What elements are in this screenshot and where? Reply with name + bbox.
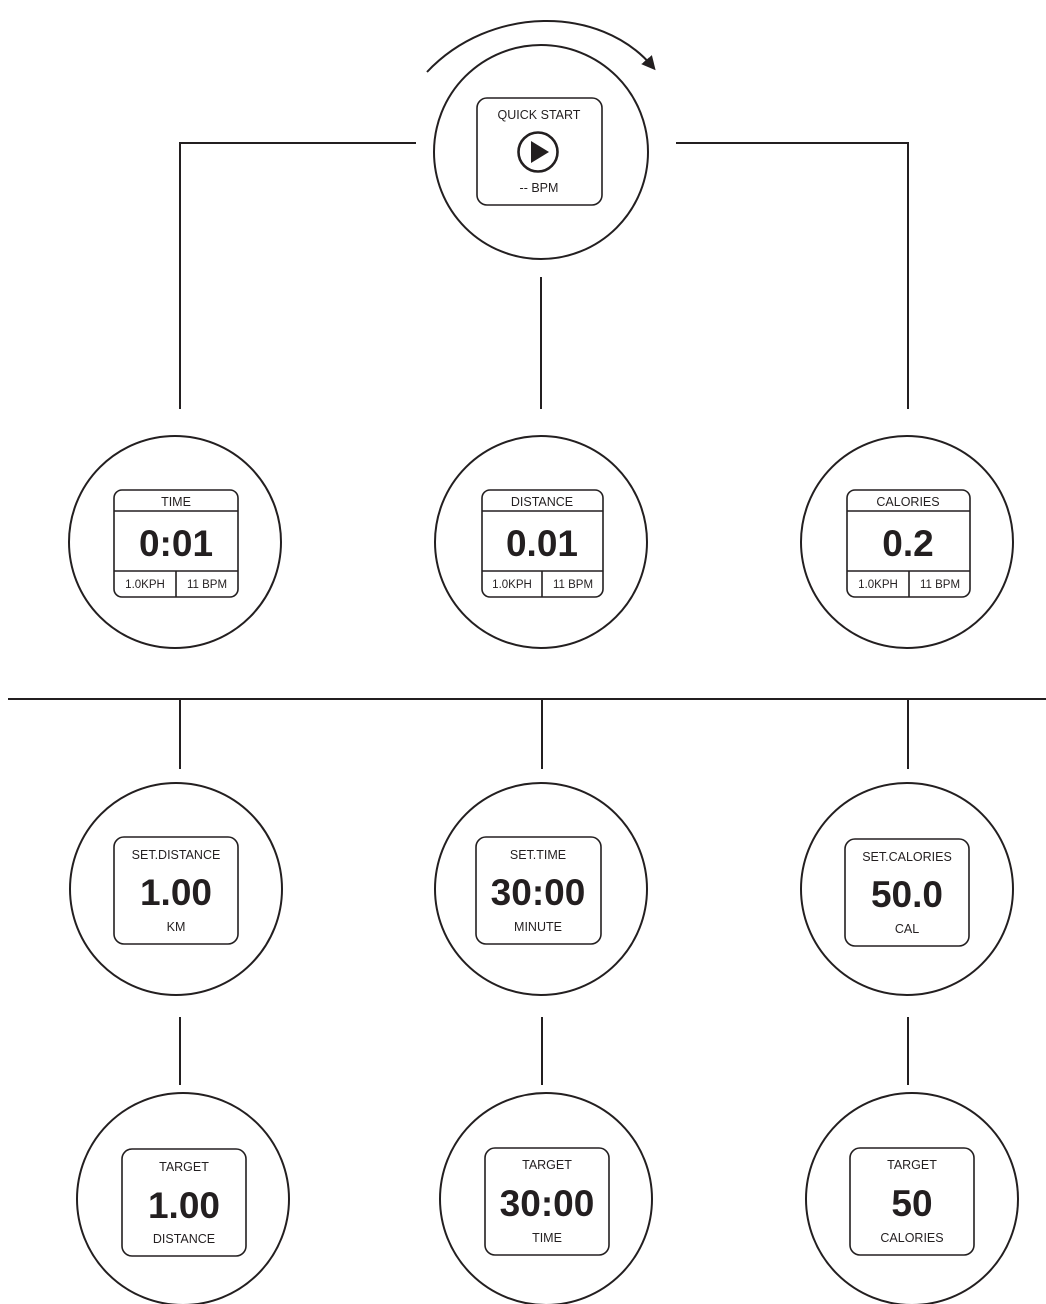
- running-calories-value: 0.2: [882, 523, 933, 564]
- target-calories-circle: [805, 1092, 1019, 1304]
- set-distance-screen: SET.DISTANCE 1.00 KM: [69, 782, 283, 996]
- set-time-circle: [434, 782, 648, 996]
- quick-start-label: QUICK START: [498, 108, 581, 122]
- target-time-display: [484, 1147, 610, 1256]
- running-distance-speed: 1.0KPH: [492, 579, 532, 591]
- set-calories-value: 50.0: [871, 874, 943, 915]
- set-distance-label: SET.DISTANCE: [132, 848, 221, 862]
- running-calories-bpm: 11 BPM: [920, 579, 960, 591]
- running-time-speed: 1.0KPH: [125, 579, 165, 591]
- target-distance-circle: [76, 1092, 290, 1304]
- target-time-value: 30:00: [500, 1183, 595, 1224]
- connector-quickstart-calories: [676, 142, 909, 409]
- quick-start-display: [476, 97, 603, 206]
- set-time-unit: MINUTE: [514, 920, 562, 934]
- target-calories-label: TARGET: [887, 1158, 937, 1172]
- play-icon[interactable]: [517, 131, 559, 173]
- running-distance-label: DISTANCE: [511, 495, 573, 509]
- running-time-screen: TIME 0:01 1.0KPH 11 BPM: [68, 435, 282, 649]
- running-calories-speed: 1.0KPH: [858, 579, 898, 591]
- set-time-value: 30:00: [491, 872, 586, 913]
- target-calories-value: 50: [891, 1183, 932, 1224]
- running-time-value: 0:01: [139, 523, 213, 564]
- quick-start-bpm: -- BPM: [520, 181, 559, 195]
- target-distance-label: TARGET: [159, 1160, 209, 1174]
- set-time-label: SET.TIME: [510, 848, 566, 862]
- quick-start-circle: [433, 44, 649, 260]
- set-distance-value: 1.00: [140, 872, 212, 913]
- set-calories-unit: CAL: [895, 922, 919, 936]
- target-time-screen: TARGET 30:00 TIME: [439, 1092, 653, 1304]
- running-time-circle: [68, 435, 282, 649]
- target-calories-unit: CALORIES: [880, 1231, 943, 1245]
- set-calories-label: SET.CALORIES: [862, 850, 952, 864]
- target-distance-value: 1.00: [148, 1185, 220, 1226]
- target-distance-unit: DISTANCE: [153, 1232, 215, 1246]
- running-distance-bpm: 11 BPM: [553, 579, 593, 591]
- set-time-screen: SET.TIME 30:00 MINUTE: [434, 782, 648, 996]
- target-distance-screen: TARGET 1.00 DISTANCE: [76, 1092, 290, 1304]
- quick-start-screen: QUICK START -- BPM: [433, 44, 649, 260]
- running-time-label: TIME: [161, 495, 191, 509]
- set-distance-display: [113, 836, 239, 945]
- running-calories-label: CALORIES: [876, 495, 939, 509]
- running-time-bpm: 11 BPM: [187, 579, 227, 591]
- target-time-label: TARGET: [522, 1158, 572, 1172]
- running-calories-circle: [800, 435, 1014, 649]
- connector-quickstart-time: [179, 142, 416, 409]
- set-calories-screen: SET.CALORIES 50.0 CAL: [800, 782, 1014, 996]
- running-distance-screen: DISTANCE 0.01 1.0KPH 11 BPM: [434, 435, 648, 649]
- cycle-arrow: [426, 20, 656, 73]
- running-distance-value: 0.01: [506, 523, 578, 564]
- set-calories-display: [844, 838, 970, 947]
- running-distance-circle: [434, 435, 648, 649]
- target-distance-display: [121, 1148, 247, 1257]
- target-time-unit: TIME: [532, 1231, 562, 1245]
- target-calories-display: [849, 1147, 975, 1256]
- target-calories-screen: TARGET 50 CALORIES: [805, 1092, 1019, 1304]
- target-time-circle: [439, 1092, 653, 1304]
- set-time-display: [475, 836, 602, 945]
- set-distance-unit: KM: [167, 920, 186, 934]
- set-calories-circle: [800, 782, 1014, 996]
- running-calories-screen: CALORIES 0.2 1.0KPH 11 BPM: [800, 435, 1014, 649]
- set-distance-circle: [69, 782, 283, 996]
